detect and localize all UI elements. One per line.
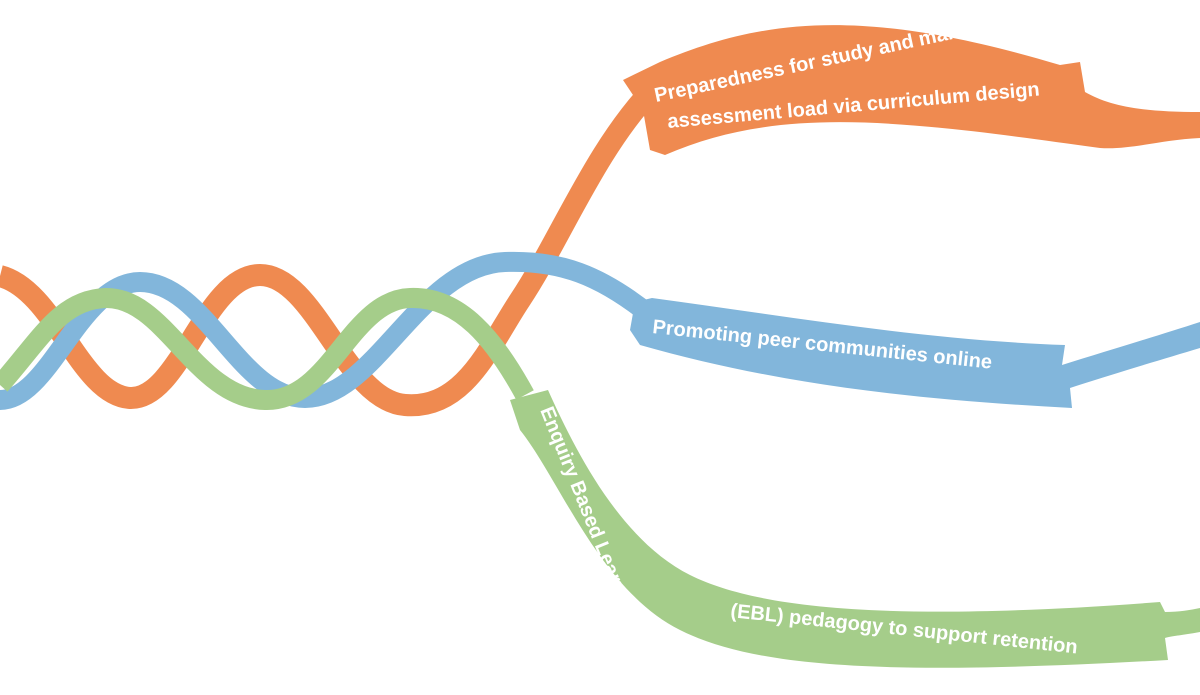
green-strand-wave: [0, 287, 534, 411]
blue-banner: [630, 298, 1200, 408]
orange-banner: [623, 25, 1200, 156]
green-banner: [510, 390, 1200, 668]
green-strand-group: [0, 287, 1200, 668]
green-label-part1: Enquiry Based Learning: [535, 404, 642, 626]
